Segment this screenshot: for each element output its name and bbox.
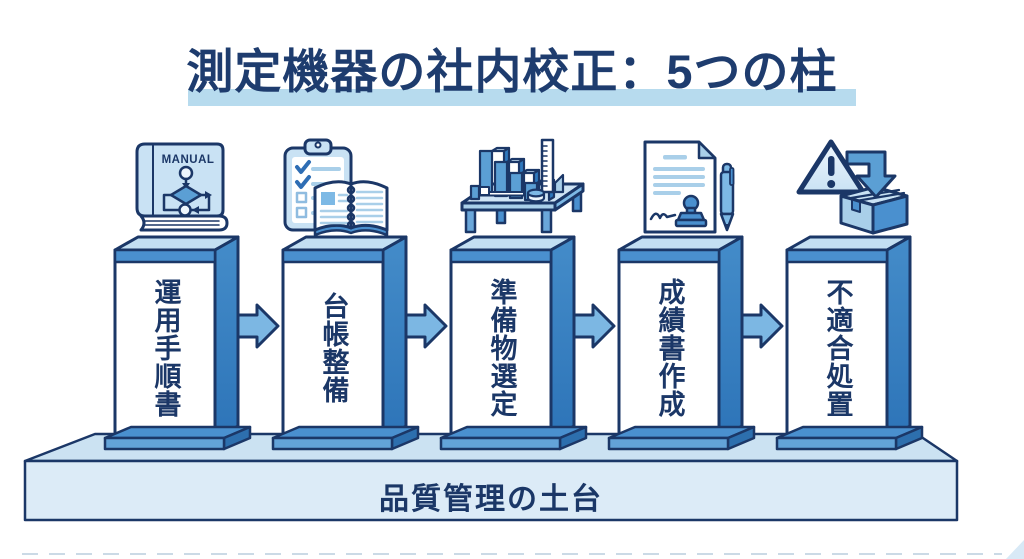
empty-checkbox [295,206,308,219]
book-pages [139,214,229,232]
foundation-front-face [23,459,959,522]
pillar-label-2: 台帳整備 [318,292,349,404]
title-highlight [188,89,856,106]
table-side-edge [553,182,585,212]
warning-box-icon [796,139,909,235]
box-tab [851,198,861,213]
cylinder-gauge [526,188,546,203]
checklist-ledger-icon [283,138,389,237]
box-side-face [871,194,909,235]
manual-label: MANUAL [162,154,215,166]
pillar-label-4: 成績書作成 [654,278,685,418]
pillar-label-1: 運用手順書 [150,278,181,418]
flowchart-start-node [178,165,194,181]
caliper [469,184,525,201]
table-apron [460,201,557,212]
check-mark [295,175,311,189]
wedge-block [553,173,565,194]
folded-corner [697,140,717,160]
approval-stamp [674,194,708,228]
warning-triangle [796,139,866,195]
ledger-right-page [349,180,389,232]
table-front-leg [540,208,553,234]
pillar-label-3: 準備物選定 [486,278,517,418]
empty-checkbox [295,191,308,204]
workbench-tools-icon [460,138,585,234]
manual-book-icon: MANUAL [135,142,229,232]
foundation-label: 品質管理の土台 [379,483,603,516]
flowchart-end-node [178,203,192,217]
pen [719,162,735,232]
check-mark [295,160,311,174]
spiral-binding [346,185,356,230]
page-title: 測定機器の社内校正：5つの柱 [186,45,838,98]
pillar-label-5: 不適合処置 [822,278,853,418]
corner-accent [1006,540,1024,559]
signature-squiggle [649,212,677,221]
report-stamp-pen-icon [643,140,735,234]
table-front-leg [464,208,477,234]
elbow-arrow [845,150,897,199]
book-cover [135,142,225,218]
